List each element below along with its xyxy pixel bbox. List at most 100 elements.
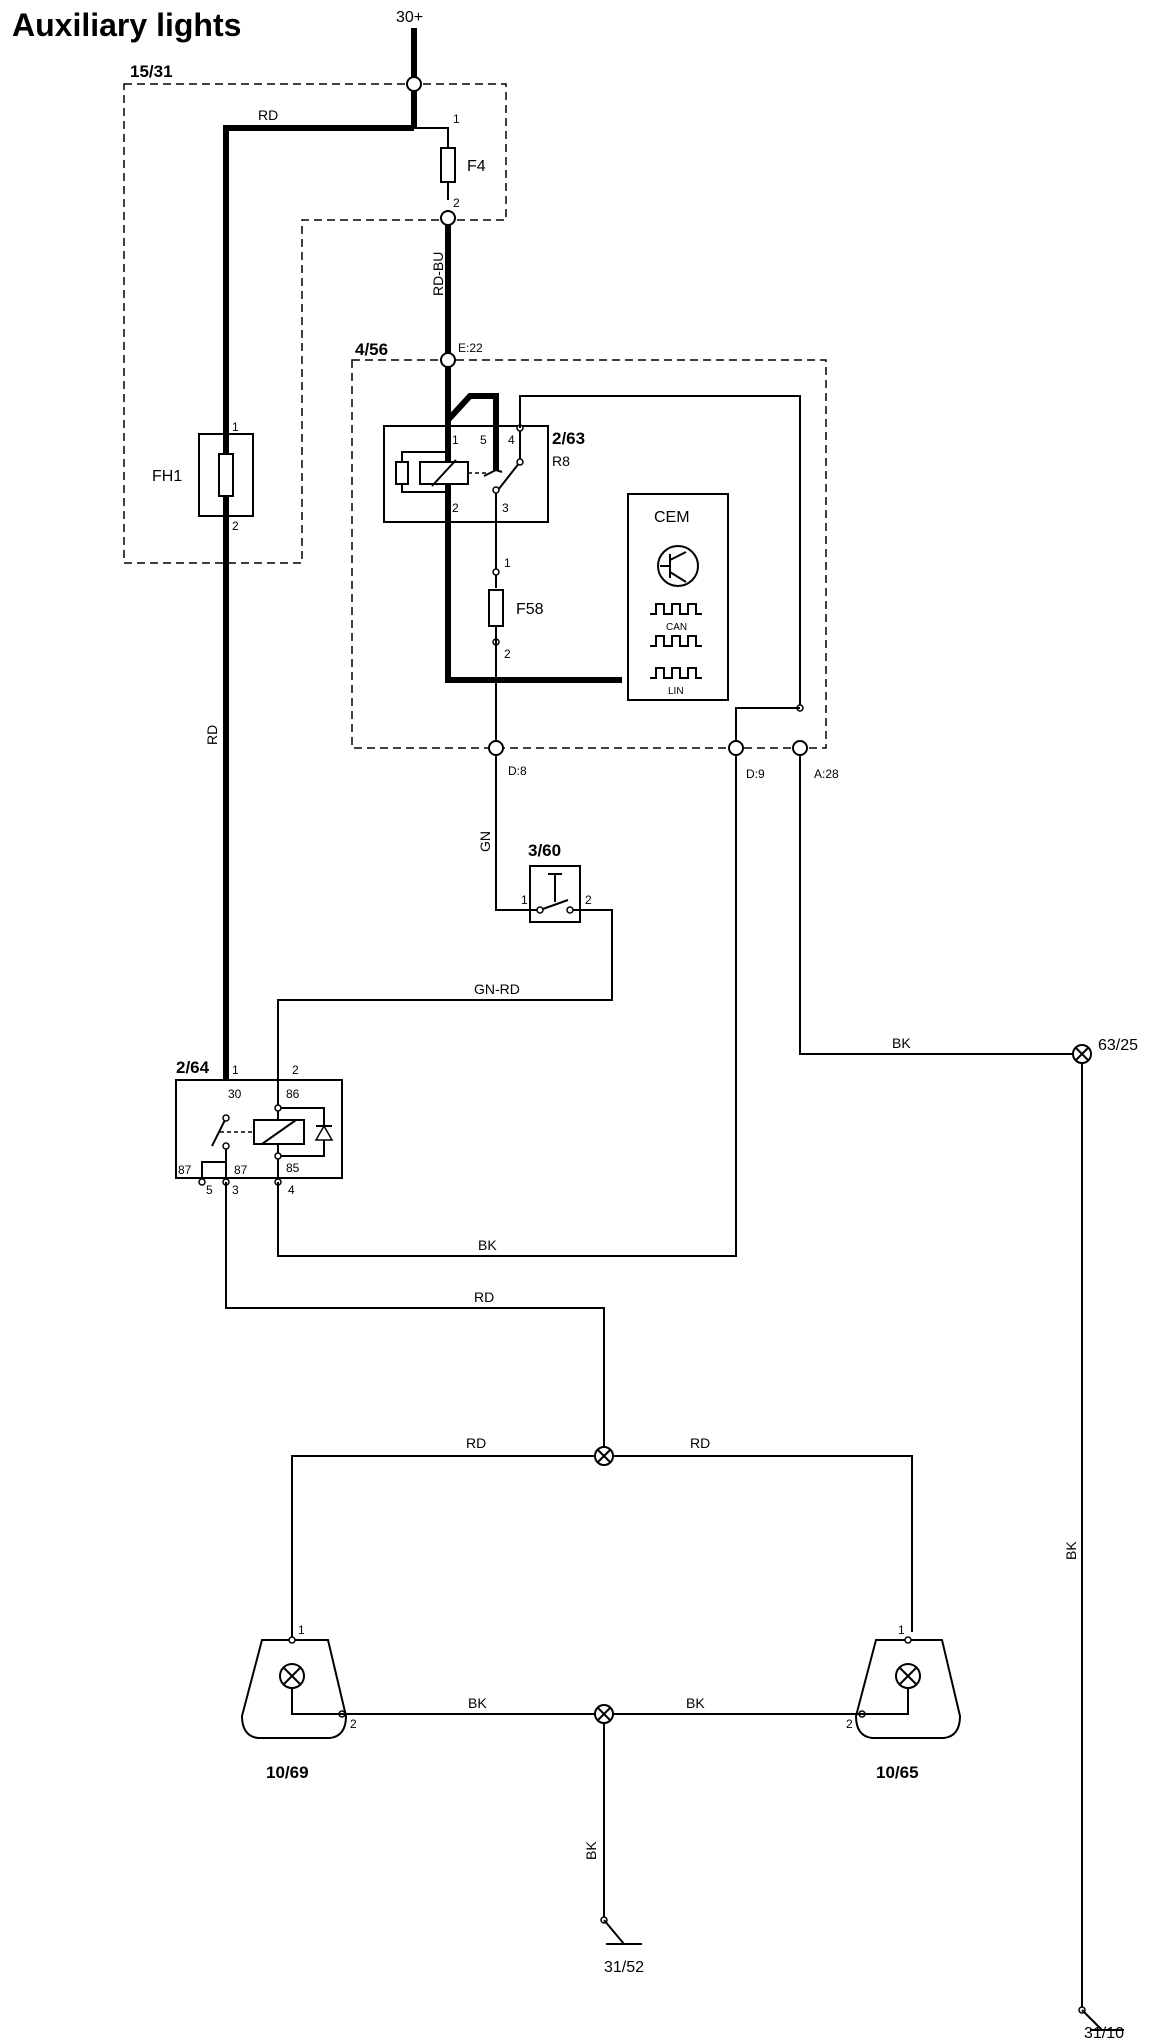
cem-module <box>627 493 729 701</box>
wire-cem-supply <box>445 420 622 683</box>
node-2-64-30 <box>222 1114 230 1122</box>
lamp-10-65-inner-wire <box>862 1688 909 1715</box>
bulb-cross-10-69 <box>283 1667 301 1685</box>
node-2-64-5 <box>198 1178 206 1186</box>
lamp-10-69 <box>240 1639 348 1739</box>
label-can: CAN <box>666 622 687 633</box>
pin-10-69-1: 1 <box>298 1623 305 1637</box>
ground-31-10-icon <box>1081 2009 1124 2031</box>
pin-2-64-2: 2 <box>292 1063 299 1077</box>
splice-rd-cross <box>597 1449 611 1463</box>
node-3-60-2 <box>566 906 574 914</box>
supply-label: 30+ <box>396 9 423 26</box>
module-label-10-65: 10/65 <box>876 1763 919 1782</box>
ground-label-31-52: 31/52 <box>604 1959 644 1976</box>
connector-e22: E:22 <box>458 341 483 355</box>
wire-label-rd-top: RD <box>258 107 278 123</box>
splice-label-63-25: 63/25 <box>1098 1037 1138 1054</box>
pin-10-69-2: 2 <box>350 1717 357 1731</box>
can-signal-icon-2 <box>650 635 702 647</box>
pin-2-64-1: 1 <box>232 1063 239 1077</box>
wire-gn <box>495 756 528 911</box>
pin-r8-2: 2 <box>452 501 459 515</box>
wire-bk-lamps <box>342 1713 862 1920</box>
module-label-4-56: 4/56 <box>355 340 388 359</box>
node-15-31-top <box>406 76 422 92</box>
pin-2-64-3: 3 <box>232 1183 239 1197</box>
pin-2-64-87b: 87 <box>234 1163 248 1177</box>
pin-f58-2: 2 <box>504 647 511 661</box>
transistor-icon-lines <box>660 551 687 583</box>
ground-31-52-icon <box>603 1919 642 1945</box>
node-r8-3 <box>492 486 500 494</box>
coil-r8-slash <box>431 459 457 487</box>
pin-r8-1: 1 <box>452 433 459 447</box>
node-e22 <box>440 352 456 368</box>
wire-label-rd-bu: RD-BU <box>430 252 446 296</box>
wire-label-bk-left: BK <box>468 1695 487 1711</box>
switch-r8-blade <box>495 428 521 526</box>
node-3-60-1 <box>536 906 544 914</box>
ground-label-31-10: 31/10 <box>1084 2025 1124 2040</box>
wire-r8-pin4 <box>519 395 801 708</box>
node-d9 <box>728 740 744 756</box>
can-signal-icon <box>650 603 702 615</box>
splice-bk-cross <box>597 1707 611 1721</box>
relay-2-64-coil-slash <box>261 1119 297 1145</box>
diode-icon <box>314 1124 334 1141</box>
connector-d8: D:8 <box>508 764 527 778</box>
bulb-cross-10-65 <box>899 1667 917 1685</box>
switch-r8-nc-contact <box>483 469 497 477</box>
connector-d9: D:9 <box>746 767 765 781</box>
fuse-f4 <box>440 147 456 183</box>
wire-label-bk-a28: BK <box>892 1035 911 1051</box>
node-f4-out <box>440 210 456 226</box>
label-f58: F58 <box>516 601 544 618</box>
lamp-10-69-inner-wire <box>291 1688 342 1715</box>
wire-label-rd-left: RD <box>466 1435 486 1451</box>
connector-a28: A:28 <box>814 767 839 781</box>
module-label-2-63: 2/63 <box>552 429 585 448</box>
module-label-3-60: 3/60 <box>528 841 561 860</box>
wire-label-rd-right: RD <box>690 1435 710 1451</box>
module-label-10-69: 10/69 <box>266 1763 309 1782</box>
pin-f4-2: 2 <box>453 196 460 210</box>
pin-10-65-2: 2 <box>846 1717 853 1731</box>
transistor-icon <box>657 545 699 587</box>
pin-2-64-4: 4 <box>288 1183 295 1197</box>
module-4-56-box <box>351 359 827 749</box>
pin-r8-3: 3 <box>502 501 509 515</box>
splice-63-25-cross <box>1075 1047 1089 1061</box>
pin-f58-1: 1 <box>504 556 511 570</box>
module-15-31-box <box>123 83 507 564</box>
label-lin: LIN <box>668 686 684 697</box>
pin-2-64-5: 5 <box>206 1183 213 1197</box>
label-r8: R8 <box>552 453 570 469</box>
wire-bk-relay-d9 <box>277 756 737 1257</box>
pin-2-64-86: 86 <box>286 1087 300 1101</box>
pin-2-64-85: 85 <box>286 1161 300 1175</box>
lin-signal-icon <box>650 667 702 679</box>
wire-label-gn-rd: GN-RD <box>474 981 520 997</box>
wire-label-gn: GN <box>477 831 493 852</box>
pin-r8-4: 4 <box>508 433 515 447</box>
fuse-f58 <box>488 589 504 627</box>
wire-rd-main <box>223 84 417 1130</box>
diagram-title: Auxiliary lights <box>12 7 241 43</box>
fuse-fh1-element <box>218 453 234 497</box>
node-2-64-87 <box>222 1142 230 1150</box>
node-d8 <box>488 740 504 756</box>
wire-label-bk-ground: BK <box>583 1841 599 1860</box>
wire-bk-a28 <box>799 756 1083 2010</box>
pin-f4-1: 1 <box>453 112 460 126</box>
label-fh1: FH1 <box>152 468 182 485</box>
pin-r8-5: 5 <box>480 433 487 447</box>
pin-2-64-87a: 87 <box>178 1163 192 1177</box>
wire-d9-loop <box>735 707 800 748</box>
pin-fh1-1: 1 <box>232 420 239 434</box>
switch-3-60-actuator <box>548 873 562 902</box>
node-r8-switch <box>516 458 524 466</box>
node-10-69-1 <box>288 1636 296 1644</box>
wire-label-bk-right: BK <box>686 1695 705 1711</box>
node-f58-1 <box>492 568 500 576</box>
